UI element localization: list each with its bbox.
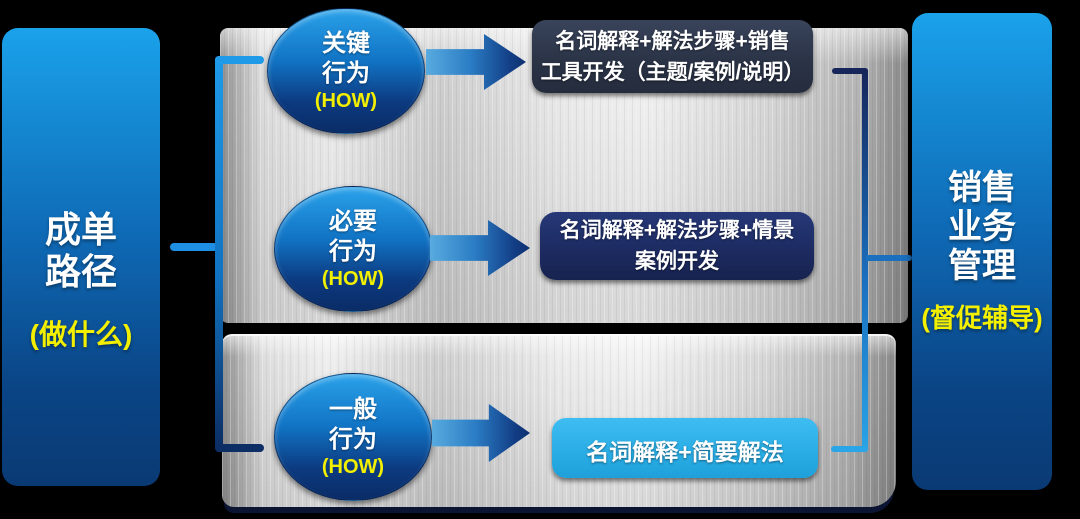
right-panel-title-line2: 业务 (948, 207, 1016, 246)
box-key-line2: 工具开发（主题/案例/说明） (540, 60, 805, 84)
left-bracket-vertical-line (215, 56, 223, 452)
right-panel-sales-management: 销售 业务 管理 (督促辅导) (912, 13, 1052, 490)
left-bracket-top-line (215, 56, 264, 64)
circle-general-line1: 一般 (329, 396, 377, 423)
right-bracket-tip-line (866, 255, 912, 261)
right-bracket-vertical-line (862, 68, 868, 452)
box-required-line1: 名词解释+解法步骤+情景 (559, 219, 795, 242)
left-panel-success-path: 成单 路径 (做什么) (2, 28, 160, 486)
circle-key-line1: 关键 (322, 30, 370, 57)
circle-general-behavior: 一般 行为 (HOW) (274, 373, 432, 501)
right-panel-title-line3: 管理 (948, 246, 1016, 285)
right-bracket-top-line (832, 68, 868, 74)
left-panel-subtitle: (做什么) (29, 319, 133, 350)
circle-key-line2: 行为 (322, 60, 370, 87)
left-bracket-bottom-line (215, 444, 264, 452)
circle-required-line1: 必要 (329, 208, 377, 235)
circle-required-how-label: (HOW) (321, 268, 385, 290)
right-panel-title-line1: 销售 (948, 168, 1016, 207)
box-required-line2: 案例开发 (635, 250, 719, 273)
left-panel-title-line2: 路径 (44, 251, 117, 292)
right-bracket-bottom-line (831, 446, 868, 452)
circle-required-behavior: 必要 行为 (HOW) (274, 186, 432, 312)
left-panel-connector-line (170, 243, 218, 251)
box-general-behavior-output: 名词解释+简要解法 (552, 418, 818, 478)
box-key-line1: 名词解释+解法步骤+销售 (555, 29, 790, 53)
circle-key-how-label: (HOW) (314, 90, 378, 112)
box-general-line1: 名词解释+简要解法 (586, 438, 784, 465)
circle-general-how-label: (HOW) (321, 456, 385, 478)
box-required-behavior-output: 名词解释+解法步骤+情景 案例开发 (540, 212, 814, 280)
right-panel-subtitle: (督促辅导) (921, 302, 1043, 333)
left-panel-title-line1: 成单 (44, 209, 117, 250)
box-key-behavior-output: 名词解释+解法步骤+销售 工具开发（主题/案例/说明） (532, 20, 813, 93)
circle-key-behavior: 关键 行为 (HOW) (267, 8, 425, 134)
circle-required-line2: 行为 (329, 238, 377, 265)
circle-general-line2: 行为 (329, 426, 377, 453)
